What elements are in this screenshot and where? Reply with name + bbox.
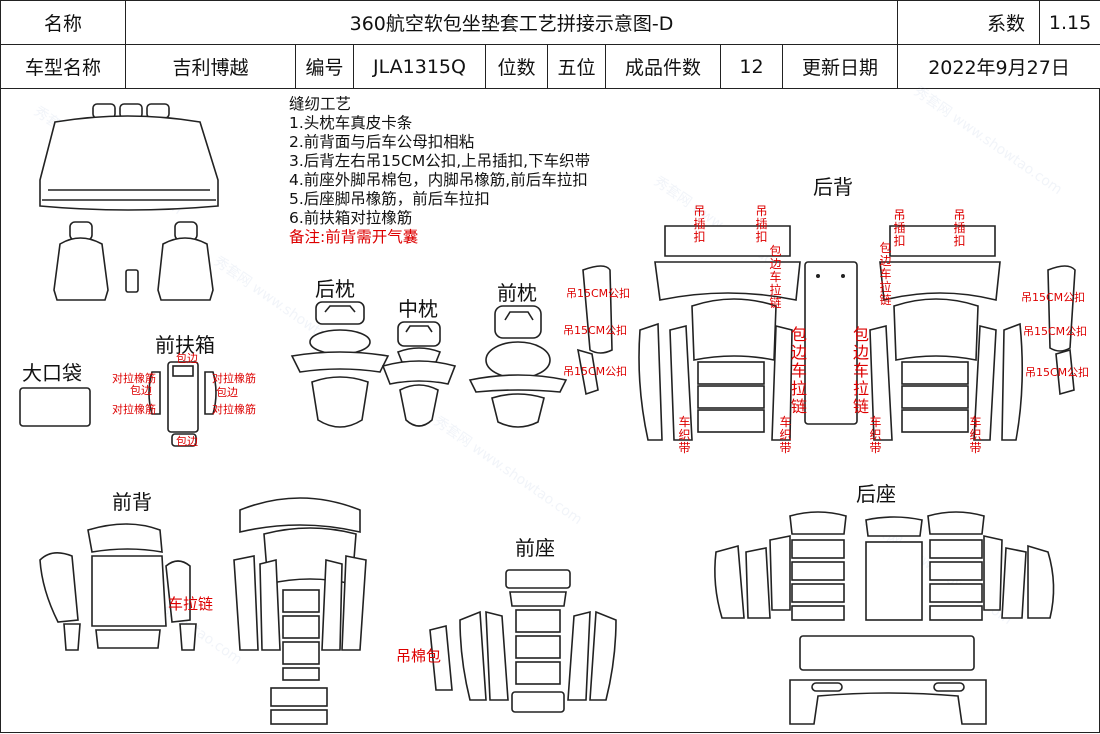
- rear-bench-thumbnail: [39, 103, 219, 211]
- note-webbing: 车织带: [969, 415, 982, 455]
- note-hang-15cm: 吊15CM公扣: [563, 365, 628, 378]
- seat-value: 五位: [547, 44, 606, 89]
- label-rear-headrest: 后枕: [315, 277, 355, 301]
- note-item: 6.前扶箱对拉橡筋: [289, 209, 413, 227]
- note-hang-insert: 吊插扣: [693, 204, 706, 244]
- note-edge-zipper: 包边车拉链: [769, 244, 782, 310]
- note-hang-15cm: 吊15CM公扣: [563, 324, 628, 337]
- model-value: 吉利博越: [125, 44, 296, 89]
- front-seat-pieces: [429, 569, 617, 713]
- date-value: 2022年9月27日: [897, 44, 1100, 89]
- label-front-armrest: 前扶箱: [155, 333, 215, 357]
- notes-remark: 备注:前背需开气囊: [289, 228, 419, 246]
- note-webbing: 车织带: [869, 415, 882, 455]
- big-pocket-piece: [19, 387, 91, 427]
- note-hang-15cm: 吊15CM公扣: [1021, 291, 1086, 304]
- diagram-title: 360航空软包坐垫套工艺拼接示意图-D: [124, 0, 899, 45]
- label-rear-seat: 后座: [856, 482, 896, 506]
- rear-seat-pieces: [714, 511, 1055, 725]
- pattern-drawing: [19, 103, 1076, 725]
- header-table: 名称 360航空软包坐垫套工艺拼接示意图-D 系数 1.15 车型名称 吉利博越…: [0, 0, 1100, 89]
- notes-title: 缝纫工艺: [289, 95, 352, 113]
- front-seats-thumbnail: [53, 221, 214, 301]
- pieces-label: 成品件数: [605, 44, 721, 89]
- note-edge: 包边: [216, 386, 238, 399]
- note-edge: 包边: [176, 435, 198, 448]
- seat-label: 位数: [485, 44, 548, 89]
- rear-headrest-pieces: [290, 301, 390, 428]
- label-front-back: 前背: [112, 490, 152, 514]
- note-hang-15cm: 吊15CM公扣: [1025, 366, 1090, 379]
- rear-back-pieces: [576, 225, 1076, 441]
- label-front-seat: 前座: [515, 536, 555, 560]
- note-edge-zipper: 包边车拉链: [879, 241, 892, 307]
- front-armrest-pieces: [148, 361, 217, 447]
- note-elastic-pair: 对拉橡筋: [112, 372, 156, 385]
- note-webbing: 车织带: [779, 415, 792, 455]
- note-hang-insert: 吊插扣: [893, 208, 906, 248]
- mid-headrest-pieces: [381, 321, 457, 427]
- note-hang-insert: 吊插扣: [755, 204, 768, 244]
- note-item: 1.头枕车真皮卡条: [289, 114, 413, 132]
- coef-label: 系数: [897, 0, 1041, 45]
- label-front-headrest: 前枕: [497, 281, 537, 305]
- note-edge-zipper-large: 包边车拉链: [852, 325, 869, 416]
- date-label: 更新日期: [781, 44, 899, 89]
- note-zipper: 车拉链: [168, 595, 214, 613]
- note-elastic-pair: 对拉橡筋: [112, 403, 156, 416]
- code-label: 编号: [295, 44, 354, 89]
- name-label: 名称: [0, 0, 126, 45]
- note-edge: 包边: [130, 384, 152, 397]
- model-label: 车型名称: [0, 44, 126, 89]
- note-item: 3.后背左右吊15CM公扣,上吊插扣,下车织带: [289, 152, 591, 170]
- note-elastic-pair: 对拉橡筋: [212, 372, 256, 385]
- sewing-notes: 缝纫工艺 1.头枕车真皮卡条 2.前背面与后车公母扣相粘 3.后背左右吊15CM…: [289, 95, 590, 247]
- pieces-value: 12: [720, 44, 783, 89]
- label-rear-back: 后背: [813, 175, 853, 199]
- front-back-pieces: [39, 497, 367, 725]
- code-value: JLA1315Q: [353, 44, 486, 89]
- note-webbing: 车织带: [678, 415, 691, 455]
- coef-value: 1.15: [1039, 0, 1100, 45]
- note-edge-zipper-large: 包边车拉链: [790, 325, 807, 416]
- front-headrest-pieces: [468, 305, 568, 428]
- note-elastic-pair: 对拉橡筋: [212, 403, 256, 416]
- note-hang-insert: 吊插扣: [953, 208, 966, 248]
- note-item: 4.前座外脚吊棉包，内脚吊橡筋,前后车拉扣: [289, 171, 588, 189]
- note-edge: 包边: [176, 352, 198, 365]
- note-item: 5.后座脚吊橡筋，前后车拉扣: [289, 190, 490, 208]
- note-item: 2.前背面与后车公母扣相粘: [289, 133, 475, 151]
- note-hang-15cm: 吊15CM公扣: [566, 287, 631, 300]
- label-mid-headrest: 中枕: [398, 297, 438, 321]
- label-big-pocket: 大口袋: [22, 361, 82, 385]
- note-hang-15cm: 吊15CM公扣: [1023, 325, 1088, 338]
- note-cotton-bag: 吊棉包: [396, 647, 442, 665]
